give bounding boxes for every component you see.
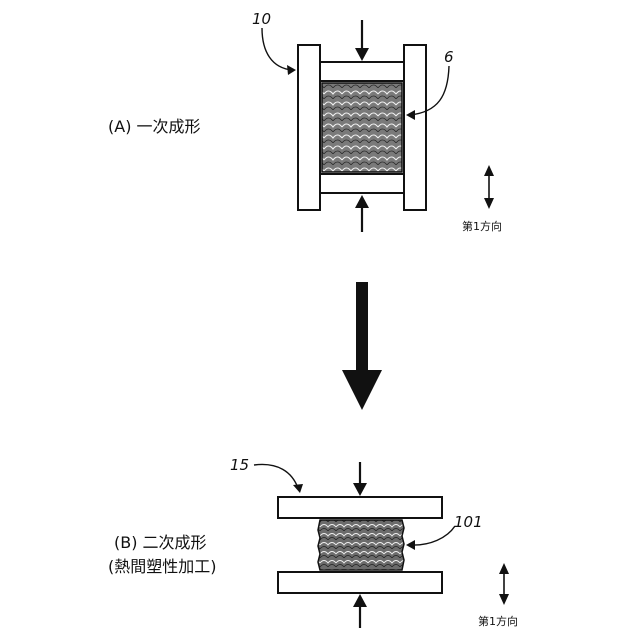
mold-a-left-wall: [298, 45, 320, 210]
press-arrow-a-bottom: [355, 195, 369, 232]
step-b-label-line1: (B) 二次成形: [114, 533, 207, 552]
material-a: [322, 83, 402, 172]
direction-arrow-b: [499, 563, 509, 605]
direction-arrow-a: [484, 165, 494, 209]
press-arrow-a-top: [355, 20, 369, 61]
step-b-label-line2: (熱間塑性加工): [108, 557, 217, 576]
press-arrow-b-top: [353, 462, 367, 496]
ref-leader-15: [254, 464, 303, 493]
mold-a-right-wall: [404, 45, 426, 210]
ref-label-15: 15: [230, 456, 249, 474]
ref-label-101: 101: [454, 513, 483, 531]
ref-label-10: 10: [252, 10, 271, 28]
mold-b-top-plate: [278, 497, 442, 518]
mold-a-top-punch: [320, 62, 404, 81]
step-a-label: (A) 一次成形: [108, 117, 201, 136]
direction-label-b: 第1方向: [478, 614, 518, 628]
mold-a-bottom-punch: [320, 174, 404, 193]
press-arrow-b-bottom: [353, 594, 367, 628]
mold-b-bottom-plate: [278, 572, 442, 593]
direction-label-a: 第1方向: [462, 219, 502, 233]
ref-label-6: 6: [444, 48, 454, 66]
transition-arrow: [342, 282, 382, 410]
mold-a: [298, 45, 426, 210]
ref-leader-101: [406, 526, 455, 550]
material-b: [318, 520, 404, 570]
ref-leader-10: [262, 28, 296, 75]
